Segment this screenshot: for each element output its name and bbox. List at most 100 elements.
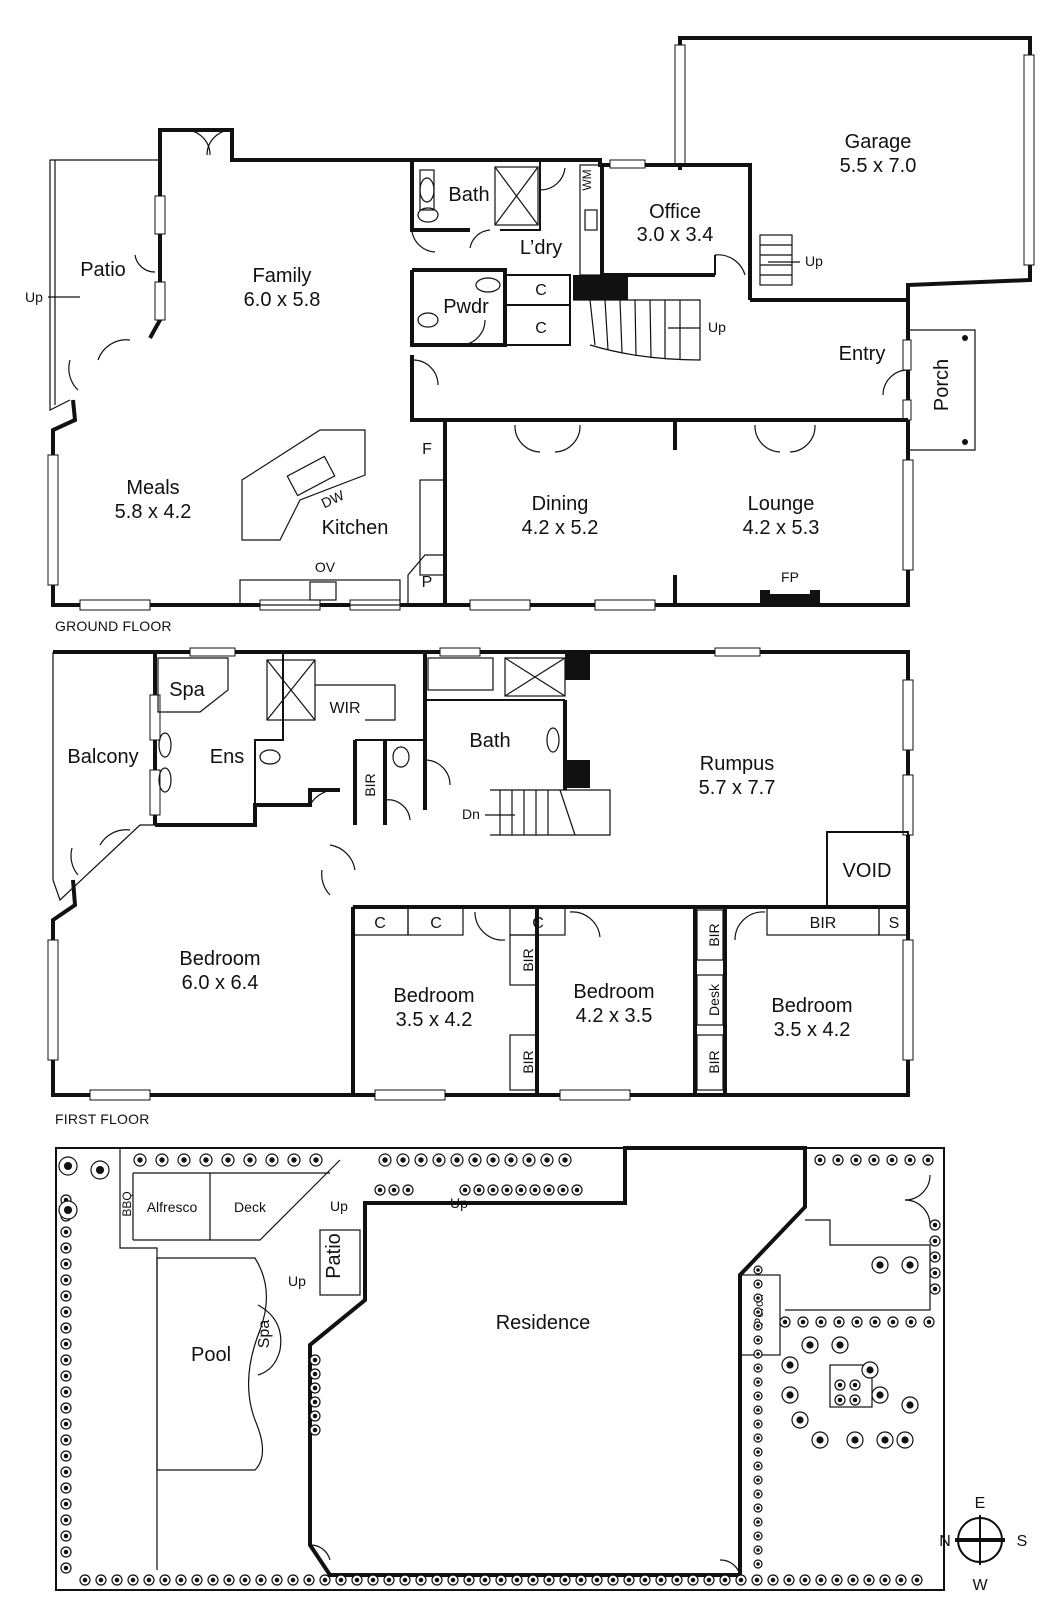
shrub-icon — [890, 1319, 896, 1325]
pool-label: Pool — [191, 1344, 231, 1366]
shrub-icon — [63, 1229, 69, 1235]
shrub-icon — [418, 1577, 424, 1583]
shrub-icon — [137, 1157, 143, 1163]
site-up-label-3: Up — [288, 1273, 306, 1289]
first-floor-label: FIRST FLOOR — [55, 1111, 150, 1127]
shrub-icon — [786, 1361, 794, 1369]
fridge-label: F — [422, 441, 432, 458]
shrub-icon — [834, 1577, 840, 1583]
shrub-icon — [312, 1399, 318, 1405]
shrub-icon — [306, 1577, 312, 1583]
desk-label: Desk — [706, 983, 722, 1016]
shrub-icon — [63, 1277, 69, 1283]
shrub-icon — [312, 1413, 318, 1419]
shrub-icon — [837, 1382, 843, 1388]
shrub-icon — [932, 1270, 938, 1276]
shrub-icon — [756, 1282, 760, 1286]
shrub-icon — [817, 1157, 823, 1163]
shrub-icon — [508, 1157, 514, 1163]
shrub-icon — [852, 1397, 858, 1403]
shrub-icon — [658, 1577, 664, 1583]
shrub-icon — [63, 1405, 69, 1411]
shrub-icon — [63, 1501, 69, 1507]
shrub-icon — [532, 1187, 538, 1193]
bedroom3-label: Bedroom — [573, 981, 654, 1003]
stair-down-label: Dn — [462, 806, 480, 822]
bir-label-2: BIR — [810, 915, 837, 932]
shrub-icon — [756, 1506, 760, 1510]
shrub-icon — [802, 1577, 808, 1583]
site-up-label-2: Up — [450, 1195, 468, 1211]
shrub-icon — [756, 1534, 760, 1538]
shrub-icon — [274, 1577, 280, 1583]
shrub-icon — [898, 1577, 904, 1583]
shrub-icon — [546, 1577, 552, 1583]
spa-label: Spa — [169, 679, 205, 701]
shrub-icon — [907, 1157, 913, 1163]
shrub-icon — [881, 1436, 889, 1444]
shrub-icon — [290, 1577, 296, 1583]
shrub-icon — [498, 1577, 504, 1583]
oven-label: OV — [315, 559, 336, 575]
shrub-icon — [906, 1401, 914, 1409]
compass-n: N — [939, 1533, 951, 1550]
shrub-icon — [932, 1254, 938, 1260]
shrub-icon — [560, 1187, 566, 1193]
shrub-icon — [313, 1157, 319, 1163]
shrub-icon — [756, 1478, 760, 1482]
shrub-icon — [530, 1577, 536, 1583]
meals-dim: 5.8 x 4.2 — [115, 501, 192, 523]
shrub-icon — [818, 1319, 824, 1325]
shrub-icon — [130, 1577, 136, 1583]
bbq-label: BBQ — [120, 1191, 134, 1216]
shrub-icon — [242, 1577, 248, 1583]
shrub-icon — [247, 1157, 253, 1163]
shrub-icon — [159, 1157, 165, 1163]
shrub-icon — [402, 1577, 408, 1583]
shrub-icon — [756, 1548, 760, 1552]
shrub-icon — [756, 1520, 760, 1524]
shrub-icon — [114, 1577, 120, 1583]
shrub-icon — [806, 1341, 814, 1349]
shrub-icon — [889, 1157, 895, 1163]
shrub-icon — [338, 1577, 344, 1583]
patio-site-label: Patio — [323, 1233, 345, 1279]
cupboard-label-3: C — [374, 915, 386, 932]
shrub-icon — [562, 1577, 568, 1583]
bedroom4-dim: 3.5 x 4.2 — [774, 1019, 851, 1041]
shrub-icon — [816, 1436, 824, 1444]
shrub-icon — [756, 1366, 760, 1370]
shrub-icon — [756, 1450, 760, 1454]
bedroom4-label: Bedroom — [771, 995, 852, 1017]
shrub-icon — [756, 1436, 760, 1440]
powder-label: Pwdr — [443, 296, 489, 318]
family-label: Family — [253, 265, 312, 287]
compass-icon — [955, 1515, 1005, 1565]
porch-label: Porch — [931, 359, 953, 411]
meals-label: Meals — [126, 477, 179, 499]
shrub-icon — [932, 1286, 938, 1292]
shrub-icon — [872, 1319, 878, 1325]
shrub-icon — [756, 1394, 760, 1398]
shrub-icon — [901, 1436, 909, 1444]
bir-label-5: BIR — [706, 923, 722, 946]
shrub-icon — [906, 1261, 914, 1269]
shrub-icon — [738, 1577, 744, 1583]
lounge-dim: 4.2 x 5.3 — [743, 517, 820, 539]
fireplace-label: FP — [781, 569, 799, 585]
shrub-icon — [63, 1389, 69, 1395]
shrub-icon — [490, 1157, 496, 1163]
shrub-icon — [82, 1577, 88, 1583]
office-label: Office — [649, 201, 701, 223]
shrub-icon — [312, 1427, 318, 1433]
shrub-icon — [914, 1577, 920, 1583]
shrub-icon — [786, 1577, 792, 1583]
shrub-icon — [800, 1319, 806, 1325]
shrub-icon — [63, 1549, 69, 1555]
shrub-icon — [518, 1187, 524, 1193]
shrub-icon — [178, 1577, 184, 1583]
lounge-label: Lounge — [748, 493, 815, 515]
bir-label-6: BIR — [706, 1050, 722, 1073]
shrub-icon — [63, 1341, 69, 1347]
